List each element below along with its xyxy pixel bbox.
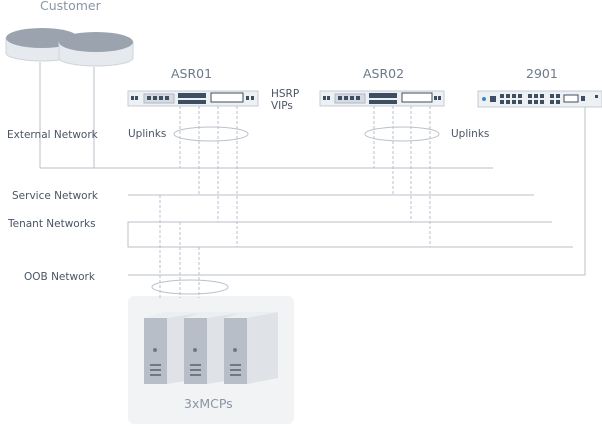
uplinks-right-bundle — [364, 126, 440, 142]
mcp-servers-icon — [144, 312, 278, 384]
uplinks-right-label: Uplinks — [451, 128, 489, 140]
oob-network-line — [128, 107, 586, 276]
customer-label: Customer — [40, 0, 102, 13]
service-network-label: Service Network — [12, 190, 99, 202]
tenant-networks-bracket — [127, 221, 573, 248]
router-2901-label: 2901 — [526, 66, 558, 81]
external-network-label: External Network — [7, 129, 99, 141]
oob-network-label: OOB Network — [24, 271, 96, 283]
uplinks-left-label: Uplinks — [128, 128, 166, 140]
uplinks-left-bundle — [173, 126, 249, 142]
asr01-label: ASR01 — [171, 66, 212, 81]
asr02-router-icon — [319, 90, 445, 107]
vips-label: VIPs — [271, 100, 293, 112]
tenant-networks-label: Tenant Networks — [7, 218, 96, 230]
server-3 — [224, 312, 278, 384]
mcps-label: 3xMCPs — [184, 396, 233, 411]
mcp-bundle — [151, 279, 229, 295]
hsrp-label: HSRP — [271, 88, 299, 100]
customer-cylinder-2 — [58, 32, 134, 67]
asr02-label: ASR02 — [363, 66, 404, 81]
customer-cloud-icon — [5, 28, 134, 67]
asr01-router-icon — [127, 90, 259, 107]
router-2901-icon — [477, 90, 602, 108]
